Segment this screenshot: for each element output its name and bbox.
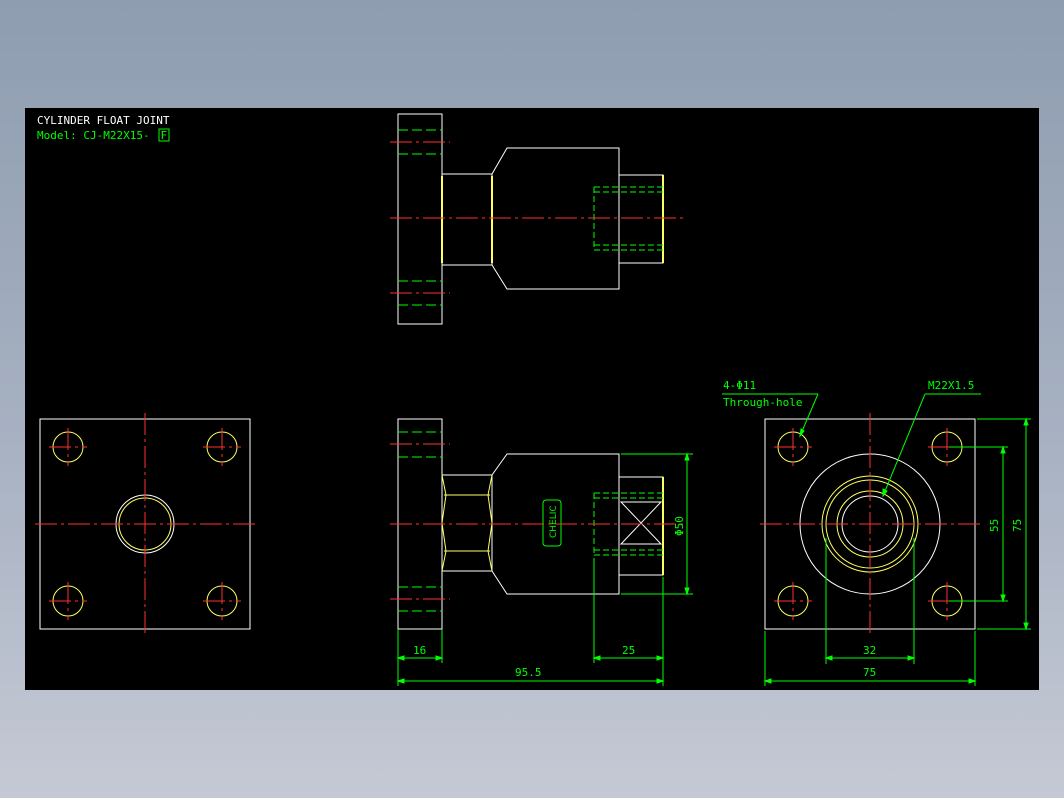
cad-drawing: CYLINDER FLOAT JOINT Model: CJ-M22X15- F — [35, 113, 1031, 686]
drawing-title: CYLINDER FLOAT JOINT — [37, 114, 170, 127]
title-block: CYLINDER FLOAT JOINT Model: CJ-M22X15- F — [37, 114, 170, 142]
output-shaft-front — [618, 476, 664, 576]
dim-bolt-spacing-h: 32 — [863, 644, 876, 657]
model-suffix-box — [158, 128, 170, 142]
cad-viewport[interactable]: CYLINDER FLOAT JOINT Model: CJ-M22X15- F — [25, 108, 1039, 690]
dim-overall-length: 95.5 — [515, 666, 542, 679]
wrench-flats — [619, 501, 663, 545]
end-view — [760, 413, 981, 636]
hex-nut — [441, 474, 493, 572]
centerlines-end — [760, 413, 981, 636]
hidden-bolt-holes — [398, 129, 442, 306]
callout-thread-spec: M22X1.5 — [928, 379, 974, 392]
dim-flange-width: 75 — [863, 666, 876, 679]
front-view: CHELIC — [390, 418, 683, 630]
callout-holes-qty: 4-Φ11 — [723, 379, 756, 392]
dim-bolt-spacing-v: 55 — [988, 519, 1001, 532]
brand-logo-text: CHELIC — [549, 505, 559, 538]
dim-flange-height: 75 — [1011, 519, 1024, 532]
side-view-top — [390, 113, 683, 325]
end-dimensions — [722, 393, 1031, 686]
dim-thread-depth: 25 — [622, 644, 635, 657]
hex-neck — [441, 173, 493, 266]
flange-face-view — [35, 413, 257, 636]
front-dimensions — [396, 452, 693, 686]
dim-body-diameter: Φ50 — [673, 516, 686, 536]
centerlines-face — [35, 413, 257, 636]
hidden-bolt-holes-front — [398, 431, 442, 612]
brand-logo — [542, 499, 562, 547]
model-suffix: F — [161, 129, 168, 142]
hidden-thread — [593, 186, 663, 251]
dim-flange-thickness: 16 — [413, 644, 426, 657]
callout-holes-type: Through-hole — [723, 396, 802, 409]
model-number: Model: CJ-M22X15- — [37, 129, 150, 142]
